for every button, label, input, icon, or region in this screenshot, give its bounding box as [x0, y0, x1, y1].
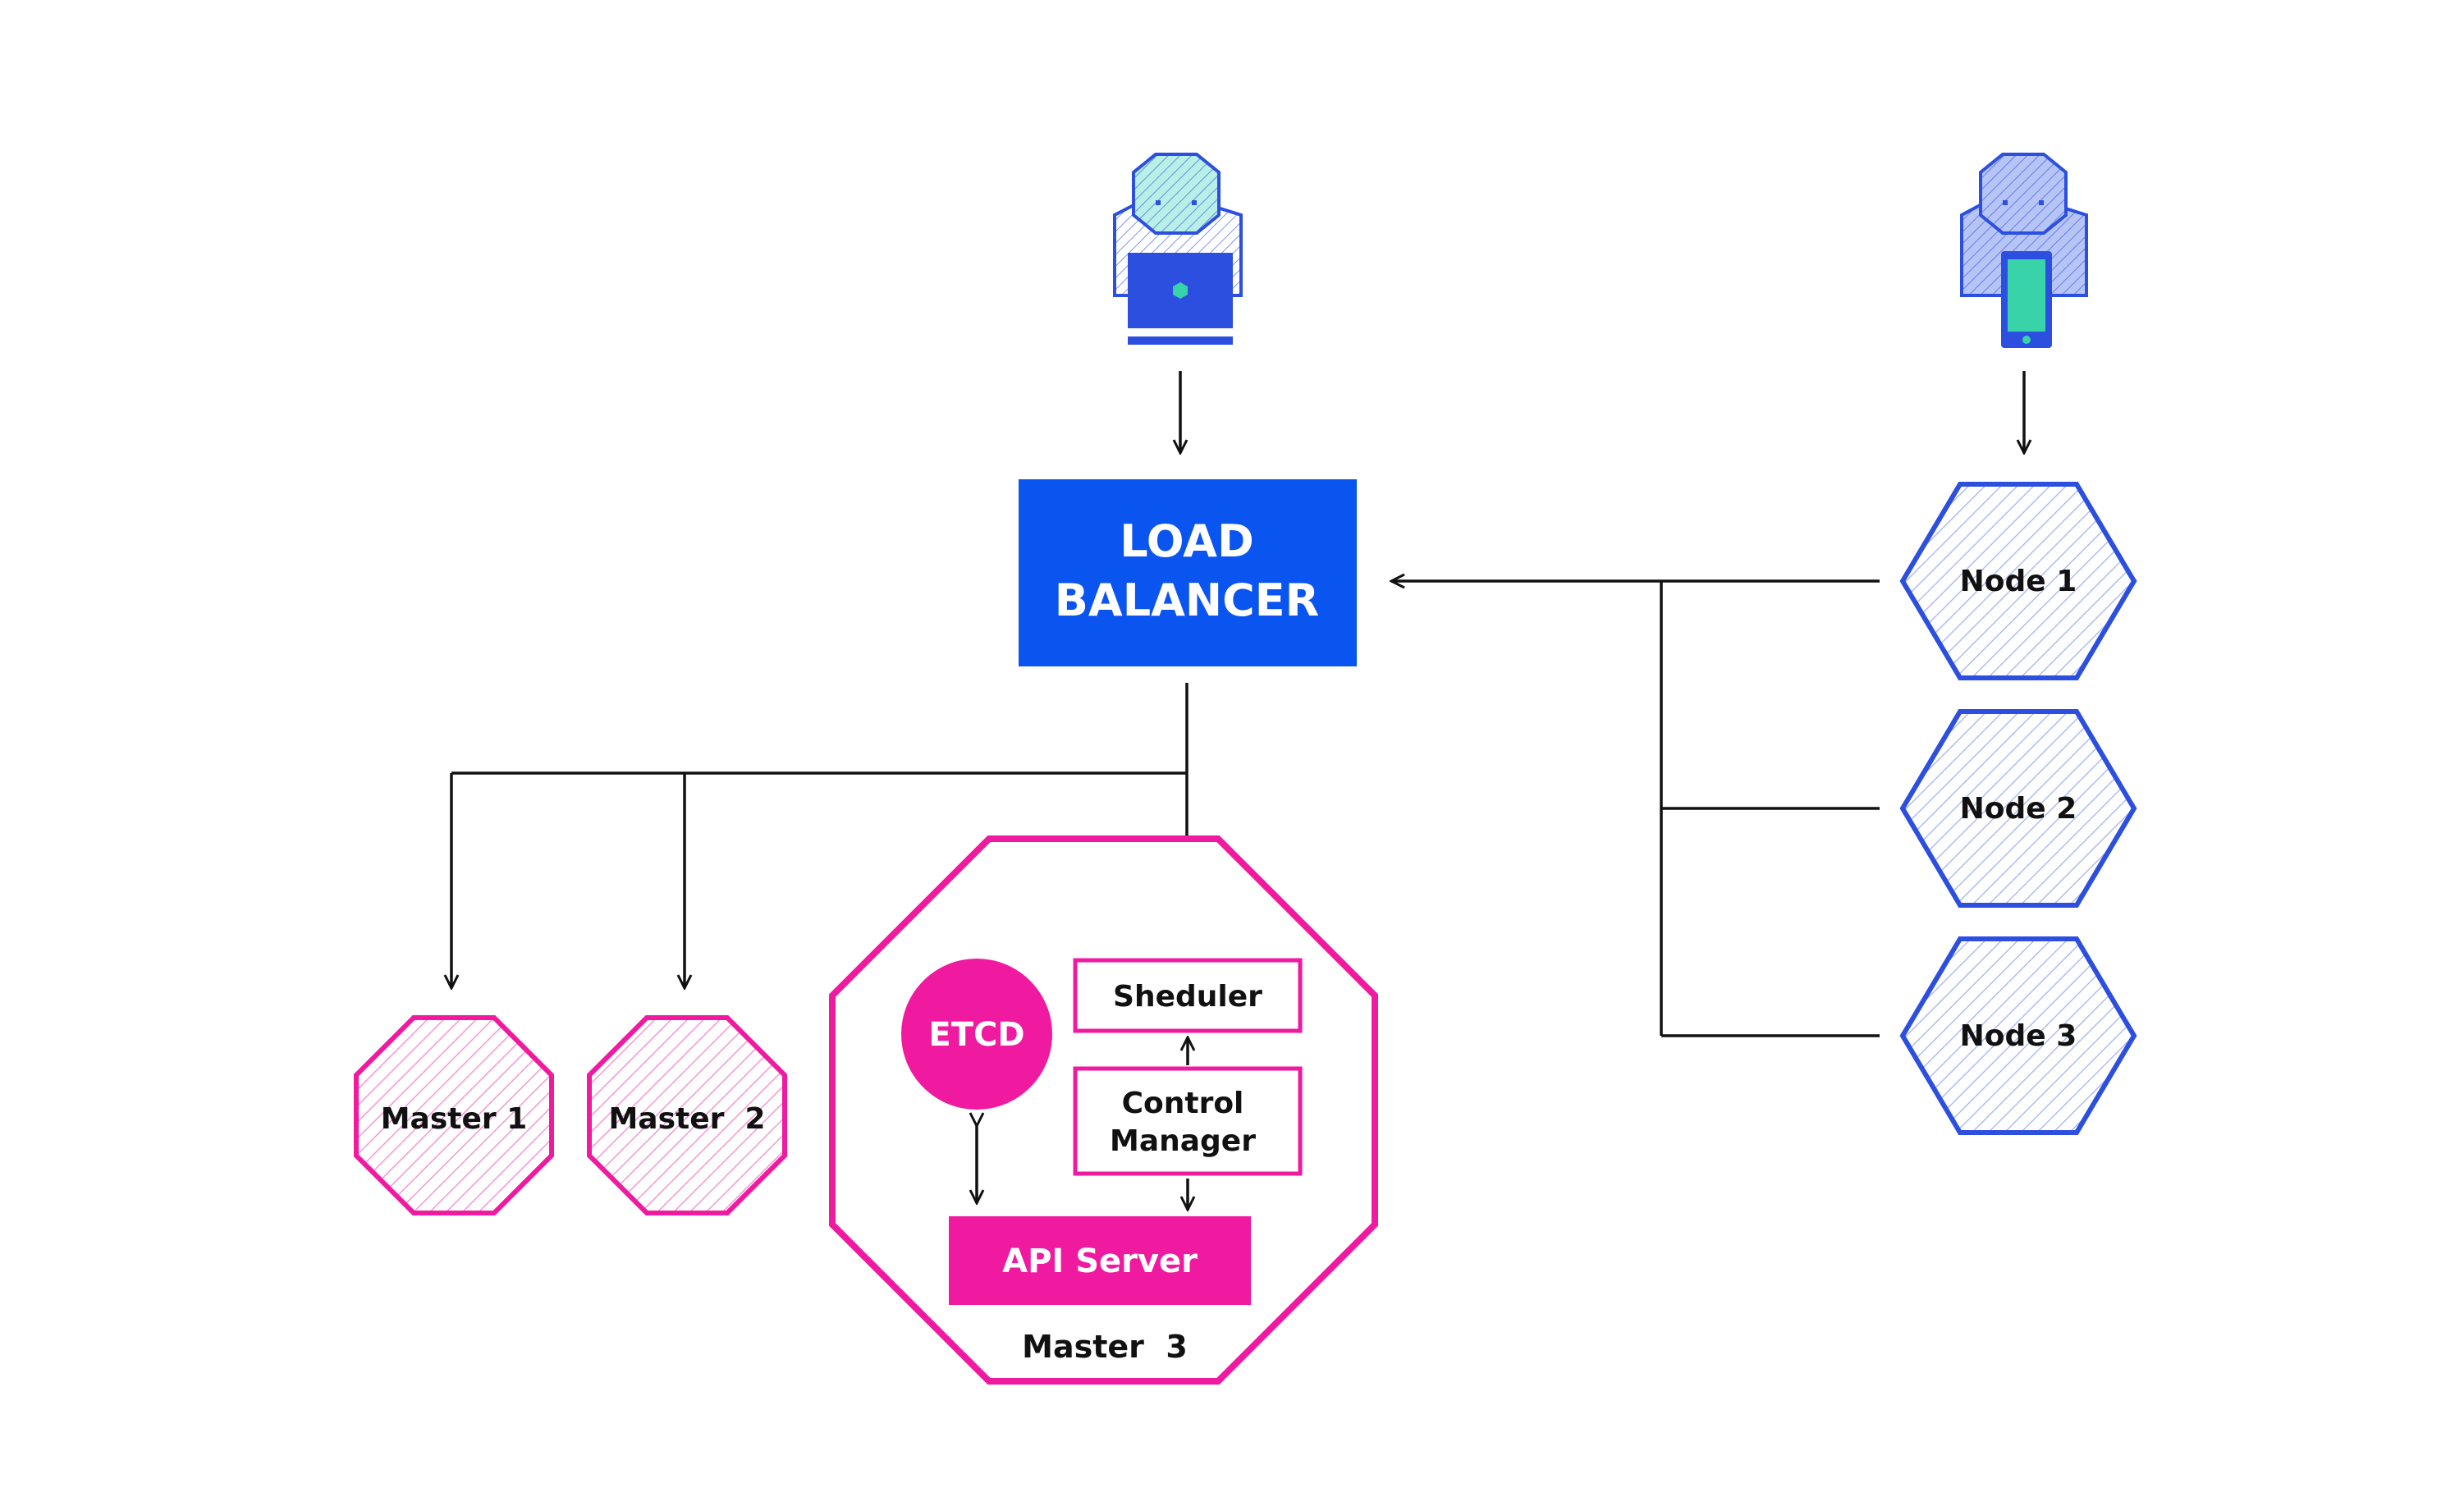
master-1: Master 1	[354, 1015, 554, 1215]
user-with-phone-icon	[1960, 153, 2088, 348]
control-manager-label-line2: Manager	[1110, 1124, 1256, 1158]
user-with-laptop-icon	[1113, 153, 1243, 345]
etcd	[901, 959, 1052, 1110]
node-2: Node 2	[1899, 709, 2137, 908]
control-manager-box	[1073, 1066, 1303, 1176]
scheduler-label: Sheduler	[1113, 980, 1262, 1014]
control-manager-label-line1: Control	[1122, 1087, 1244, 1120]
master3-internal-arrows	[977, 1037, 1188, 1210]
master-3-label: Master 3	[1022, 1329, 1188, 1365]
node-3: Node 3	[1899, 936, 2137, 1135]
node-3-label: Node 3	[1960, 1019, 2077, 1053]
etcd-label: ETCD	[928, 1016, 1024, 1054]
master-2-label: Master 2	[608, 1102, 765, 1136]
load-balancer: LOAD BALANCER	[1019, 479, 1357, 666]
node-1: Node 1	[1899, 482, 2137, 680]
node-2-label: Node 2	[1960, 792, 2077, 826]
api-server-label: API Server	[1002, 1243, 1198, 1280]
connector-lines	[451, 371, 2024, 1037]
api-server-box	[949, 1216, 1251, 1305]
master-3: ETCD Sheduler Control Manager API Server…	[829, 835, 1378, 1385]
scheduler-box	[1073, 958, 1303, 1033]
load-balancer-label-line1: LOAD	[1120, 515, 1254, 567]
master-1-label: Master 1	[381, 1102, 528, 1136]
master-2: Master 2	[587, 1015, 787, 1215]
load-balancer-label-line2: BALANCER	[1055, 574, 1319, 626]
node-1-label: Node 1	[1960, 565, 2077, 598]
